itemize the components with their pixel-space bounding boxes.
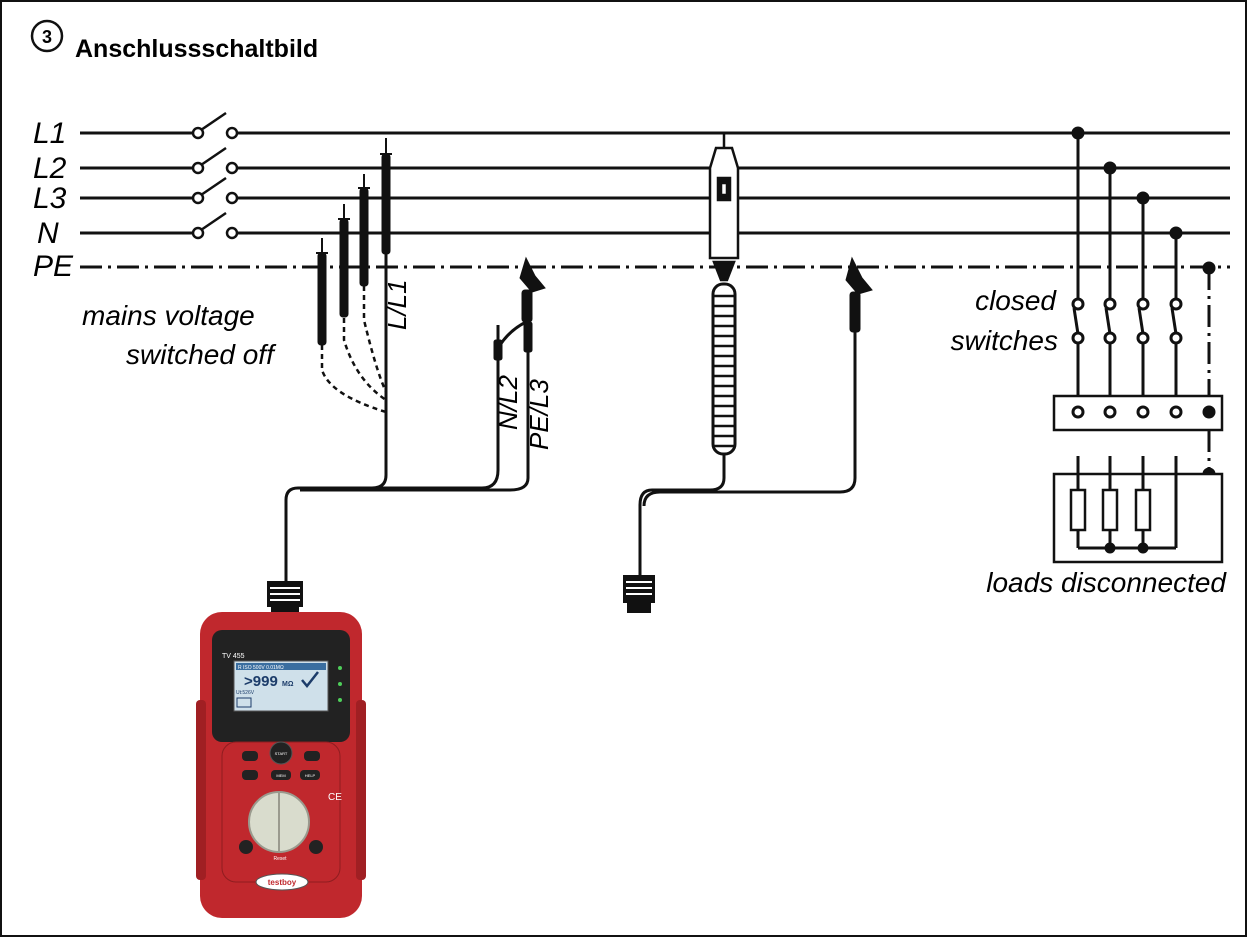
page-title: Anschlussschaltbild (75, 35, 318, 63)
lead-nl2 (376, 325, 500, 490)
brand-logo: testboy (268, 878, 297, 887)
right-leads (638, 332, 857, 578)
test-probes (316, 138, 392, 346)
step-badge (30, 19, 64, 53)
device-bottom-right-button[interactable] (309, 840, 323, 854)
device-down-button[interactable] (242, 770, 258, 780)
load-resistor-1 (1069, 488, 1087, 532)
label-n: N (37, 217, 59, 250)
distribution-side (1052, 126, 1224, 564)
device-reset-label: Reset (273, 856, 287, 862)
dashed-lead-pe (320, 345, 387, 414)
label-mains-voltage: mains voltage (82, 300, 255, 331)
label-probe-l1: L/L1 (382, 279, 412, 330)
closed-switch-3 (1136, 297, 1150, 345)
screen-check-icon (301, 671, 319, 688)
screen-row3: Ut:526V (236, 690, 255, 696)
device-left-button[interactable] (304, 751, 320, 761)
screen-value: >999 (244, 673, 278, 690)
alternative-leads (320, 286, 388, 414)
header: 3 Anschlussschaltbild (30, 19, 318, 63)
device-help-label: HELP (305, 773, 316, 778)
lead-coil (638, 454, 726, 578)
switch-l2 (191, 146, 239, 175)
label-probe-pel3: PE/L3 (524, 379, 554, 450)
step-number: 3 (42, 27, 52, 47)
device-up-button[interactable] (242, 751, 258, 761)
closed-switch-4 (1169, 297, 1183, 345)
switch-l3 (191, 176, 239, 205)
label-l2: L2 (33, 152, 67, 185)
continuity-probe (708, 133, 740, 456)
dashed-lead-n (342, 318, 387, 402)
measuring-device: TV 455 R ISO 500V 0.01MΩ >999 MΩ Ut:526V… (196, 612, 366, 918)
switch-n (191, 211, 239, 240)
device-help-button[interactable] (300, 770, 320, 780)
label-l1: L1 (33, 117, 66, 150)
load-resistor-2 (1101, 488, 1119, 532)
lead-clip-pe (642, 332, 857, 507)
device-mem-button[interactable] (271, 770, 291, 780)
ce-mark: CE (328, 792, 342, 803)
device-start-button[interactable] (269, 741, 293, 765)
label-switched-off: switched off (126, 339, 277, 370)
line-labels: L1 L2 L3 N PE (33, 117, 74, 283)
screen-row1: R ISO 500V 0.01MΩ (238, 665, 284, 671)
lead-pel3 (300, 325, 530, 492)
label-switches: switches (951, 325, 1058, 356)
probe-l1 (380, 138, 392, 255)
probe-pe (316, 238, 328, 346)
device-model: TV 455 (222, 653, 245, 660)
lead-l1 (284, 254, 388, 585)
switch-l1 (191, 111, 239, 140)
probe-l3 (358, 174, 370, 287)
label-probe-nl2: N/L2 (493, 375, 523, 430)
device-bottom-left-button[interactable] (239, 840, 253, 854)
main-switches (191, 111, 239, 240)
conductors (80, 131, 1230, 269)
probe-n (338, 204, 350, 318)
closed-switch-2 (1103, 297, 1117, 345)
closed-switch-1 (1071, 297, 1085, 345)
screen-unit: MΩ (282, 681, 294, 688)
device-mem-label: MEM (276, 773, 285, 778)
label-pe: PE (33, 250, 74, 283)
plug-right (623, 575, 655, 613)
device-start-label: START (275, 751, 288, 756)
device-leads (284, 254, 530, 585)
plug-left (267, 581, 303, 617)
label-closed: closed (975, 285, 1057, 316)
clip-nl2-pel3 (493, 256, 546, 361)
label-l3: L3 (33, 182, 67, 215)
dashed-lead-l3 (362, 286, 388, 393)
load-resistor-3 (1134, 488, 1152, 532)
brand-badge (255, 873, 309, 891)
label-loads-disconnected: loads disconnected (986, 567, 1227, 598)
clip-pe-right (845, 256, 873, 333)
